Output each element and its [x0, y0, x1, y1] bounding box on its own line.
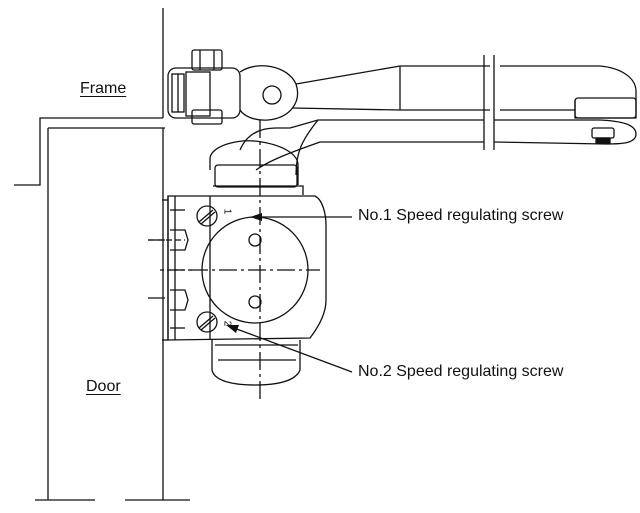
arm-assembly	[167, 49, 637, 176]
screw1-mark: 1	[221, 208, 233, 215]
screw2-mark: 2	[221, 320, 233, 327]
frame-label: Frame	[80, 80, 127, 97]
leader-lines	[226, 213, 353, 373]
closer-body	[148, 140, 327, 386]
frame-outline	[14, 8, 190, 501]
screw2-label: No.2 Speed regulating screw	[358, 363, 564, 380]
screw1-label: No.1 Speed regulating screw	[358, 207, 564, 224]
door-label: Door	[86, 378, 121, 395]
